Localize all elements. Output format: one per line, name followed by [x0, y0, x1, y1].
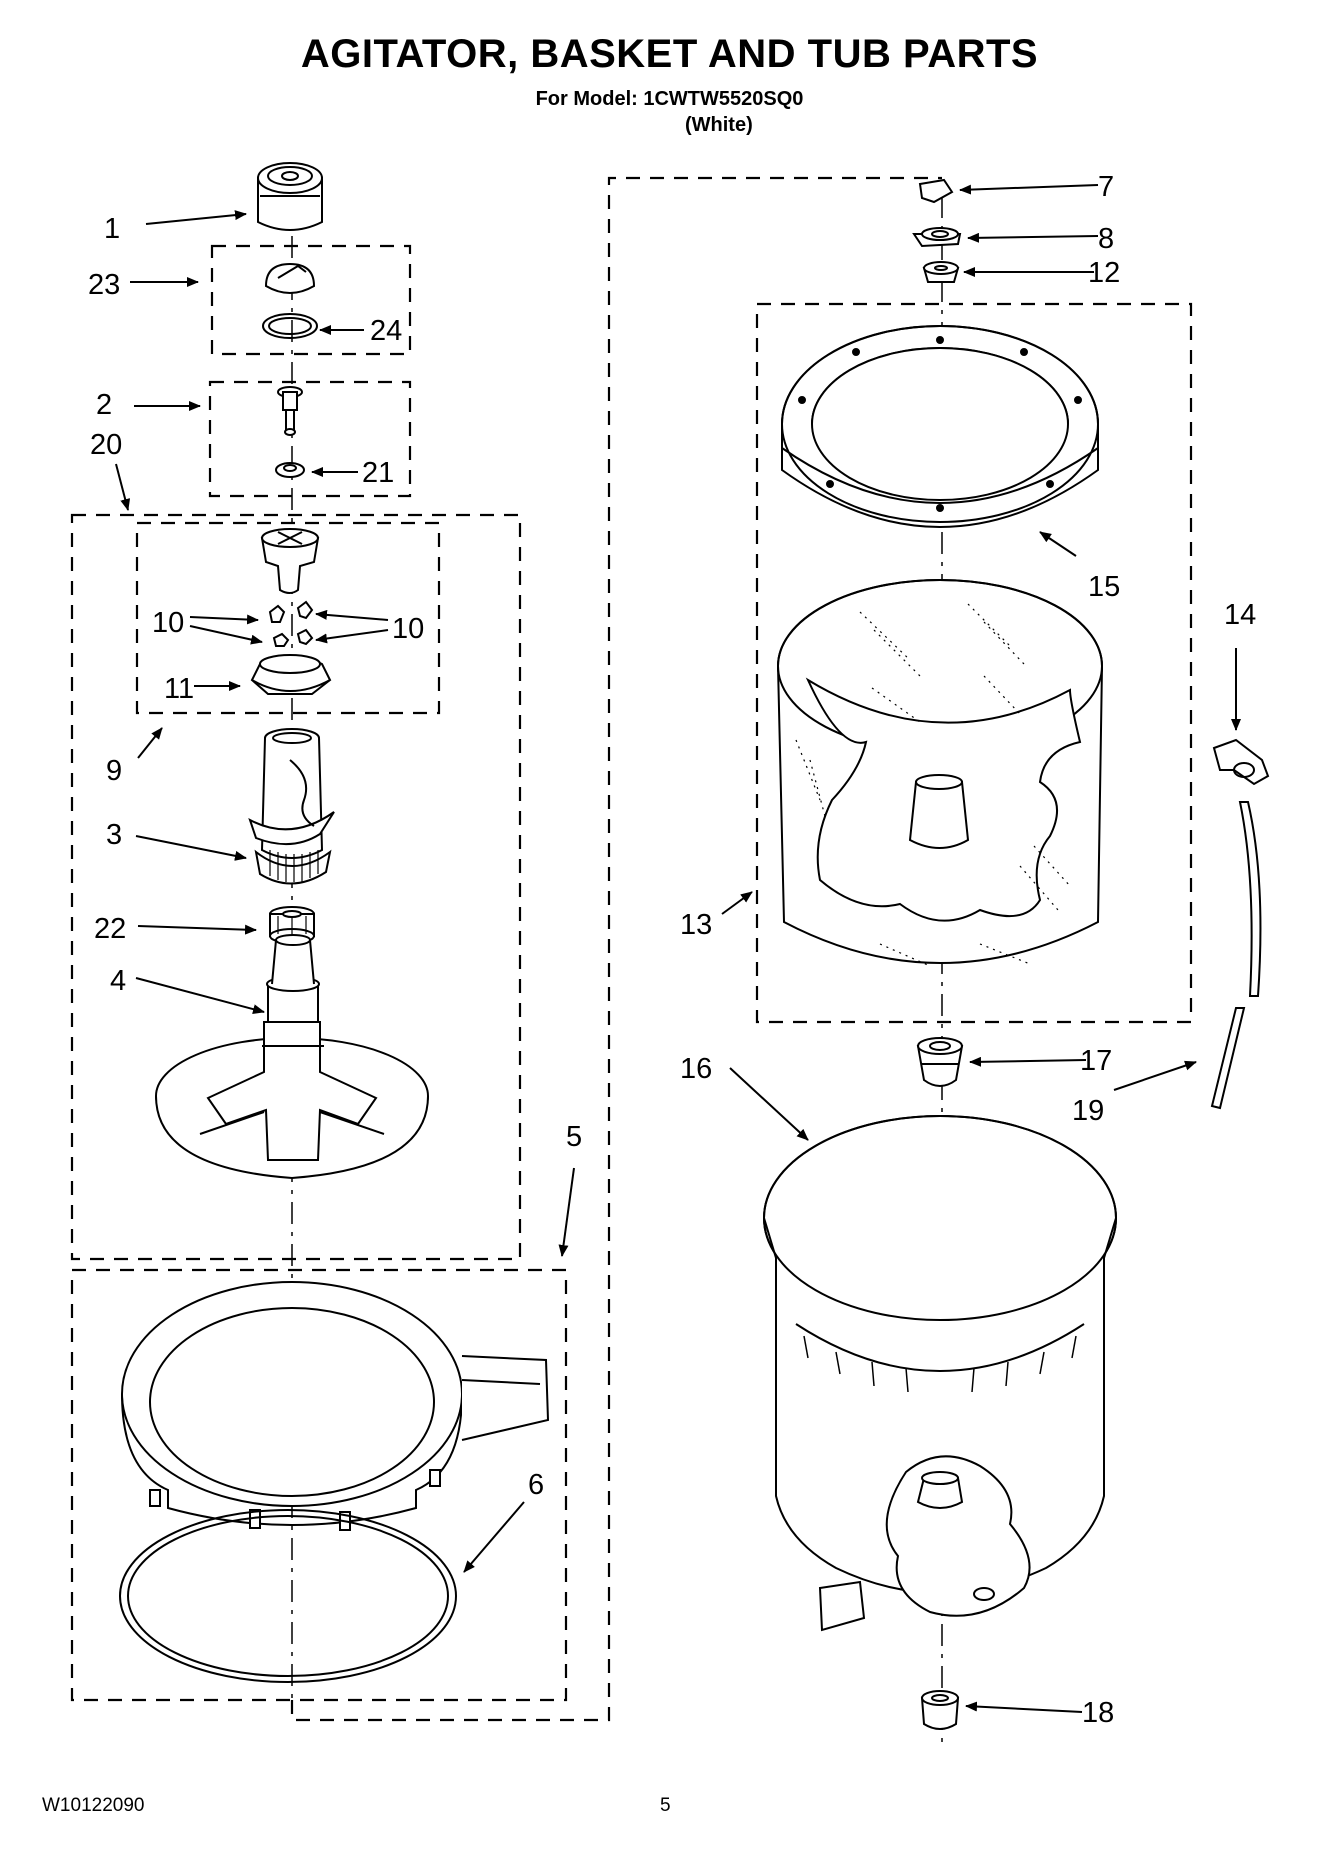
- callout-16: 16: [680, 1053, 712, 1085]
- part-basket: [777, 579, 1103, 967]
- connector-line-basket: [290, 176, 942, 1722]
- callout-4: 4: [110, 965, 126, 997]
- callout-6: 6: [528, 1469, 544, 1501]
- part-auger: [248, 728, 335, 885]
- callout-10-left: 10: [152, 607, 184, 639]
- part-drive-bell: [269, 906, 315, 944]
- callout-10-right: 10: [392, 613, 424, 645]
- callout-20: 20: [90, 429, 122, 461]
- callout-3: 3: [106, 819, 122, 851]
- part-hose: [1210, 801, 1262, 1110]
- callout-17: 17: [1080, 1045, 1112, 1077]
- part-hose-clip: [1212, 738, 1270, 786]
- group-box-9: [135, 521, 441, 715]
- callout-14: 14: [1224, 599, 1256, 631]
- callout-labels: 1 23 24 2 20 21 10 10 11 9 3 22 4 5 6 7 …: [88, 171, 1256, 1729]
- part-tub-ring: [121, 1281, 550, 1531]
- group-box-2: [208, 380, 412, 498]
- part-outer-tub: [763, 1115, 1117, 1632]
- callout-5: 5: [566, 1121, 582, 1153]
- part-balance-ring: [781, 325, 1099, 528]
- group-box-23: [210, 244, 412, 356]
- parts: [119, 162, 1270, 1730]
- callout-1: 1: [104, 213, 120, 245]
- part-agitator-base: [155, 934, 429, 1180]
- callout-13: 13: [680, 909, 712, 941]
- part-agitator-cap: [257, 162, 323, 231]
- document-number: W10122090: [42, 1795, 145, 1816]
- callout-9: 9: [106, 755, 122, 787]
- callout-22: 22: [94, 913, 126, 945]
- callout-24: 24: [370, 315, 402, 347]
- callout-23: 23: [88, 269, 120, 301]
- page-title: AGITATOR, BASKET AND TUB PARTS: [300, 32, 1039, 76]
- callout-18: 18: [1082, 1697, 1114, 1729]
- part-tub-seal: [119, 1509, 457, 1683]
- part-bolt: [277, 386, 303, 436]
- callout-2: 2: [96, 389, 112, 421]
- group-boxes: [70, 176, 1193, 1722]
- group-box-13: [755, 302, 1193, 1024]
- part-dogs: [268, 600, 314, 647]
- model-line: For Model: 1CWTW5520SQ0: [535, 88, 804, 110]
- callout-7: 7: [1098, 171, 1114, 203]
- part-spanner-nut: [912, 227, 962, 248]
- part-cap-insert: [264, 262, 316, 294]
- callout-8: 8: [1098, 223, 1114, 255]
- callout-12: 12: [1088, 257, 1120, 289]
- part-hub-nut: [922, 261, 960, 283]
- part-washer: [275, 462, 305, 478]
- leader-arrows: [115, 184, 1241, 1713]
- part-cam: [250, 654, 332, 695]
- callout-21: 21: [362, 457, 394, 489]
- page-number: 5: [660, 1795, 671, 1816]
- part-o-ring: [262, 313, 318, 339]
- part-tub-nut: [920, 1690, 960, 1730]
- group-box-5: [70, 1268, 568, 1702]
- callout-11: 11: [164, 673, 194, 705]
- part-drive-bearing: [916, 1037, 964, 1087]
- part-dog-cam: [260, 528, 320, 594]
- callout-15: 15: [1088, 571, 1120, 603]
- part-clip: [918, 178, 954, 204]
- callout-19: 19: [1072, 1095, 1104, 1127]
- color-line: (White): [685, 114, 753, 136]
- group-box-20: [70, 513, 522, 1261]
